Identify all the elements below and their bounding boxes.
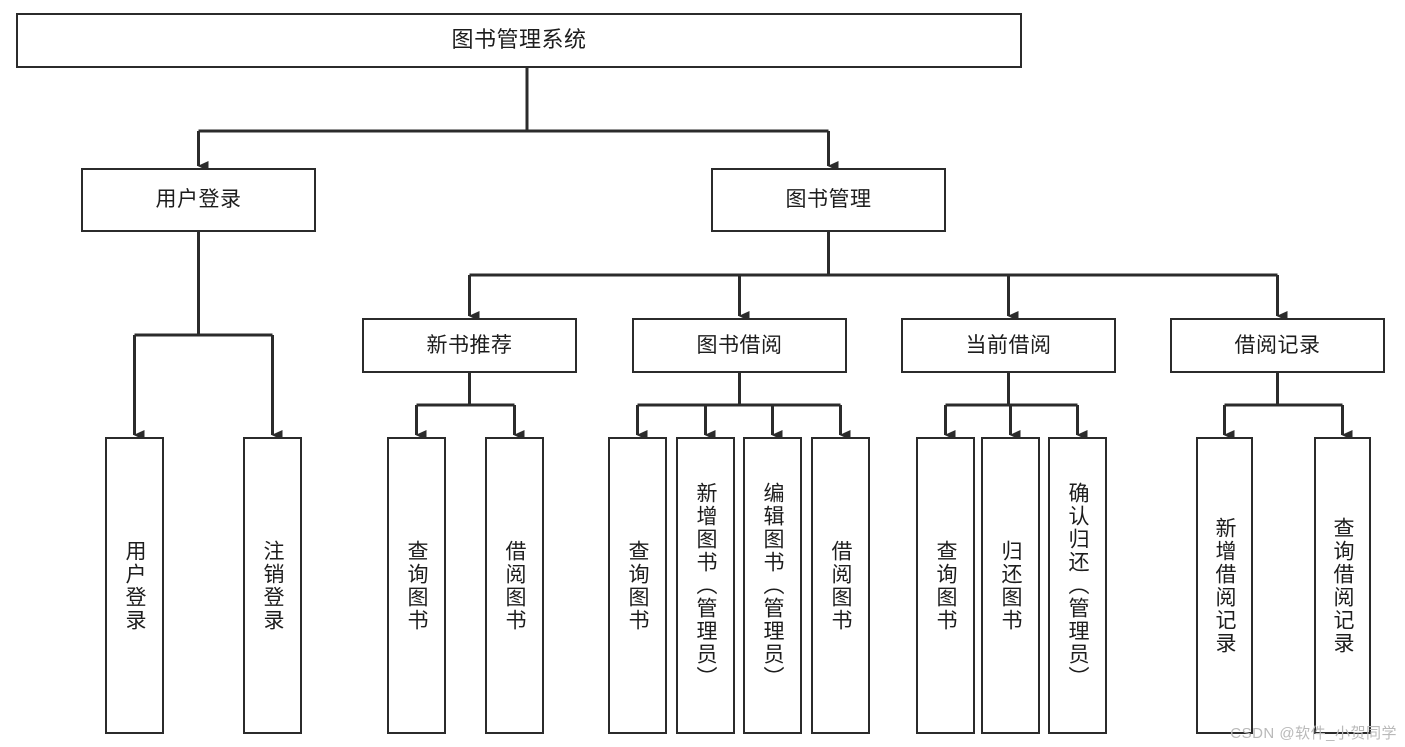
node-book-borrow-label: 图书借阅 (696, 333, 783, 357)
node-leaf-confirm-return-admin[interactable]: 确认归还（管理员） (1048, 437, 1107, 734)
node-leaf-user-login-label: 用户登录 (123, 539, 146, 632)
node-leaf-query-borrow-record[interactable]: 查询借阅记录 (1314, 437, 1371, 734)
node-user-login[interactable]: 用户登录 (81, 168, 316, 232)
node-leaf-borrow-book-recommend-label: 借阅图书 (503, 539, 526, 632)
node-leaf-add-book-admin[interactable]: 新增图书（管理员） (676, 437, 735, 734)
node-leaf-query-book-recommend-label: 查询图书 (405, 539, 428, 632)
node-leaf-query-book-current-label: 查询图书 (934, 539, 957, 632)
node-root[interactable]: 图书管理系统 (16, 13, 1022, 68)
node-current-borrow[interactable]: 当前借阅 (901, 318, 1116, 373)
node-user-login-label: 用户登录 (155, 188, 242, 212)
node-book-management-label: 图书管理 (785, 188, 872, 212)
node-leaf-add-book-admin-label: 新增图书（管理员） (694, 482, 717, 689)
node-leaf-edit-book-admin[interactable]: 编辑图书（管理员） (743, 437, 802, 734)
node-leaf-edit-book-admin-label: 编辑图书（管理员） (761, 482, 784, 689)
node-new-book-recommend[interactable]: 新书推荐 (362, 318, 577, 373)
node-root-label: 图书管理系统 (451, 27, 587, 53)
node-leaf-query-book-borrow-label: 查询图书 (626, 539, 649, 632)
node-current-borrow-label: 当前借阅 (965, 333, 1052, 357)
node-book-management[interactable]: 图书管理 (711, 168, 946, 232)
node-leaf-add-borrow-record-label: 新增借阅记录 (1213, 516, 1236, 655)
node-leaf-borrow-book[interactable]: 借阅图书 (811, 437, 870, 734)
node-leaf-query-book-recommend[interactable]: 查询图书 (387, 437, 446, 734)
node-leaf-query-book-current[interactable]: 查询图书 (916, 437, 975, 734)
node-leaf-borrow-book-label: 借阅图书 (829, 539, 852, 632)
node-leaf-add-borrow-record[interactable]: 新增借阅记录 (1196, 437, 1253, 734)
node-borrow-record[interactable]: 借阅记录 (1170, 318, 1385, 373)
node-leaf-logout[interactable]: 注销登录 (243, 437, 302, 734)
watermark: CSDN @软件_小贺同学 (1230, 725, 1397, 742)
node-leaf-return-book-label: 归还图书 (999, 539, 1022, 632)
node-leaf-logout-label: 注销登录 (261, 539, 284, 632)
node-leaf-query-book-borrow[interactable]: 查询图书 (608, 437, 667, 734)
node-leaf-user-login[interactable]: 用户登录 (105, 437, 164, 734)
node-leaf-query-borrow-record-label: 查询借阅记录 (1331, 516, 1354, 655)
node-new-book-recommend-label: 新书推荐 (426, 333, 513, 357)
node-leaf-confirm-return-admin-label: 确认归还（管理员） (1066, 482, 1089, 689)
node-leaf-borrow-book-recommend[interactable]: 借阅图书 (485, 437, 544, 734)
node-book-borrow[interactable]: 图书借阅 (632, 318, 847, 373)
node-borrow-record-label: 借阅记录 (1234, 333, 1321, 357)
node-leaf-return-book[interactable]: 归还图书 (981, 437, 1040, 734)
